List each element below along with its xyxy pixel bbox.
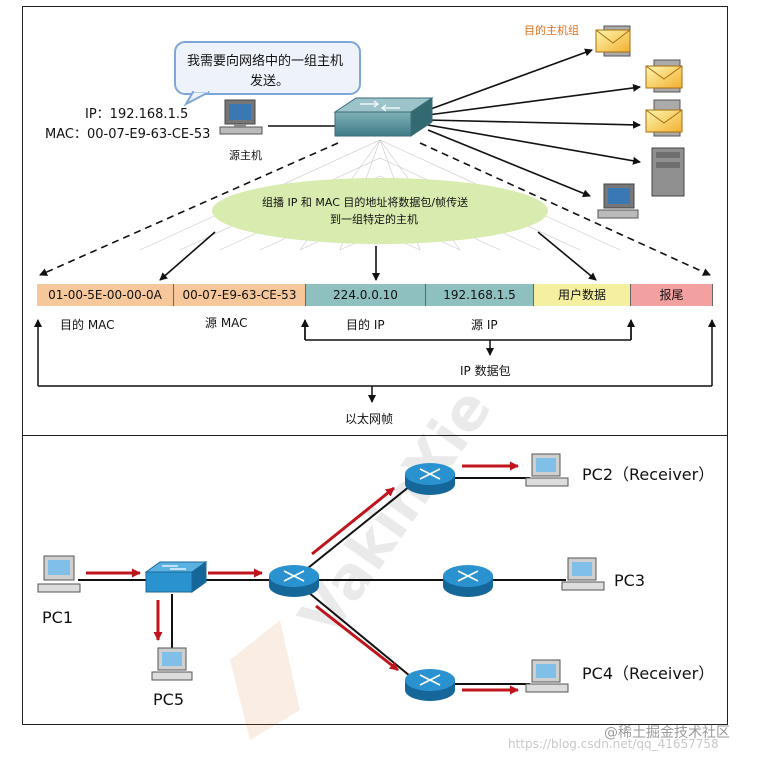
server-icon (651, 147, 685, 197)
src-mac-label: 源 MAC (205, 316, 248, 330)
network-links (78, 477, 566, 685)
source-mac-text: MAC：00-07-E9-63-CE-53 (45, 127, 211, 142)
router-icon-top (405, 463, 455, 495)
dest-ip-label: 目的 IP (346, 318, 385, 332)
frame-field-user-data: 用户数据 (534, 284, 631, 306)
dashed-arrow-left (39, 142, 339, 276)
router-icon-bottom (405, 669, 455, 701)
ethernet-frame-bracket (38, 385, 712, 403)
pc1-icon (37, 555, 81, 593)
multicast-arrows (427, 48, 641, 198)
bubble-text-line1: 我需要向网络中的一组主机 (187, 54, 344, 69)
watermark-logo (230, 620, 300, 740)
frame-field-dest-ip: 224.0.0.10 (306, 284, 426, 306)
ellipse-text-line1: 组播 IP 和 MAC 目的地址将数据包/帧传送 (262, 196, 469, 209)
group-pc-icon (597, 183, 639, 219)
router-icon-middle (443, 565, 493, 597)
speech-bubble (174, 41, 361, 107)
ethernet-frame-label: 以太网帧 (345, 412, 394, 426)
switch-icon (333, 97, 434, 137)
dashed-arrow-right (419, 142, 711, 276)
host-group-label: 目的主机组 (524, 24, 579, 37)
source-host-label: 源主机 (229, 149, 262, 162)
dest-mac-label: 目的 MAC (60, 318, 115, 332)
frame-field-dest-mac: 01-00-5E-00-00-0A (37, 284, 174, 306)
router-icon-core (269, 565, 319, 597)
frame-field-src-ip: 192.168.1.5 (426, 284, 534, 306)
email-host-icon-1 (595, 25, 631, 57)
pc5-label: PC5 (153, 690, 184, 709)
pc4-icon (525, 659, 569, 693)
src-ip-label: 源 IP (471, 318, 498, 332)
pc4-label: PC4（Receiver） (582, 664, 715, 683)
ip-packet-label: IP 数据包 (460, 364, 511, 378)
source-pc-icon (219, 99, 263, 135)
email-host-icon-3 (645, 99, 683, 137)
ellipse-text-line2: 到一组特定的主机 (330, 213, 418, 226)
pc3-icon (561, 557, 605, 591)
pc2-icon (525, 453, 569, 487)
frame-field-trailer: 报尾 (631, 284, 713, 306)
email-host-icon-2 (645, 59, 683, 93)
frame-field-src-mac: 00-07-E9-63-CE-53 (174, 284, 306, 306)
source-ip-text: IP：192.168.1.5 (85, 107, 189, 122)
pc5-icon (151, 647, 193, 681)
pc1-label: PC1 (42, 608, 73, 627)
red-flow-arrows (86, 461, 519, 695)
info-ellipse (212, 178, 548, 244)
lan-switch-icon (144, 561, 208, 593)
bubble-text-line2: 发送。 (250, 74, 290, 89)
site-watermark: @稀土掘金技术社区 (604, 725, 730, 741)
pc2-label: PC2（Receiver） (582, 465, 715, 484)
url-watermark: https://blog.csdn.net/qq_41657758 (508, 737, 719, 751)
pc3-label: PC3 (614, 571, 645, 590)
